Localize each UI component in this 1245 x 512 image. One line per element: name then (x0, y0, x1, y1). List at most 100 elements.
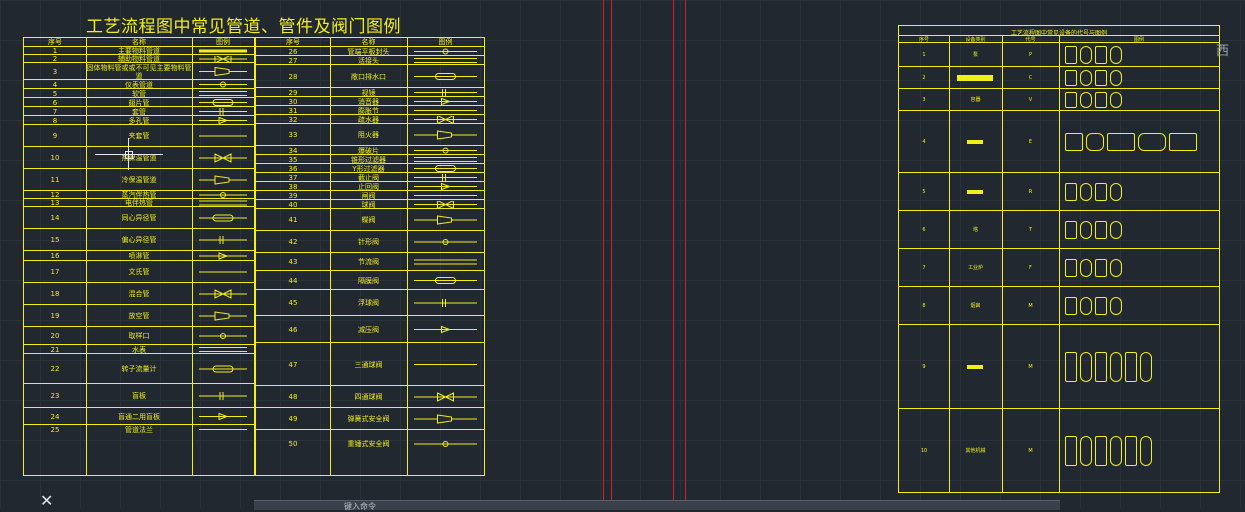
viewcube-widget[interactable]: 西 (1212, 30, 1245, 70)
equipment-symbol (1169, 133, 1197, 151)
row-symbol (192, 80, 254, 89)
equipment-symbol (1138, 133, 1166, 151)
highlight-bar (967, 190, 983, 194)
row-symbol (192, 408, 254, 425)
table-row[interactable]: 45 浮球阀 (256, 289, 484, 316)
column-divider (192, 38, 193, 475)
row-symbol (407, 386, 484, 408)
row-symbol (407, 209, 484, 231)
row-symbol (407, 430, 484, 458)
row-number: 50 (288, 440, 298, 448)
legend-symbol (414, 157, 477, 162)
row-name: 喷淋管 (128, 252, 150, 260)
row-name: 节流阀 (358, 258, 379, 266)
row-number: 45 (288, 299, 298, 307)
row-symbol (192, 283, 254, 305)
legend-symbol (414, 239, 477, 245)
table-row[interactable]: 50 重锤式安全阀 (256, 429, 484, 458)
row-symbol (192, 63, 254, 80)
equipment-symbol (1080, 46, 1092, 64)
command-line[interactable]: 键入命令 (254, 500, 1060, 511)
crosshair-cursor-vertical (128, 138, 129, 170)
legend-symbol (199, 429, 247, 430)
row-name: 管道法兰 (125, 425, 153, 434)
row-name: 文氏管 (128, 268, 150, 276)
row-number: 8 (52, 116, 58, 125)
legend-symbol (199, 271, 247, 273)
legend-symbol (199, 108, 247, 115)
row-name: 取样口 (128, 332, 150, 340)
equipment-symbol (1086, 133, 1104, 151)
column-divider (86, 38, 87, 475)
legend-symbol (414, 98, 477, 105)
row-symbol (192, 89, 254, 98)
row-name: 三通球阀 (354, 360, 383, 369)
row-name: 重锤式安全阀 (347, 440, 390, 448)
row-number: 13 (50, 199, 60, 207)
row-symbol (192, 191, 254, 199)
legend-symbol (199, 91, 247, 96)
equipment-symbol (1110, 259, 1122, 277)
row-symbol (192, 147, 254, 169)
row-symbol (407, 200, 484, 209)
row-number: 8 (922, 303, 926, 309)
equipment-symbol (1065, 92, 1077, 108)
row-name: 浮球阀 (358, 299, 379, 307)
equipment-table-title: 工艺流程图中常见设备的代号与图例 (1010, 30, 1107, 37)
equipment-symbol (1140, 352, 1152, 382)
equipment-symbol (1065, 46, 1077, 64)
table-header-row: 序号名称图例 (24, 38, 254, 46)
command-input[interactable]: 键入命令 (344, 502, 376, 511)
row-name: 夹套管 (128, 132, 150, 140)
